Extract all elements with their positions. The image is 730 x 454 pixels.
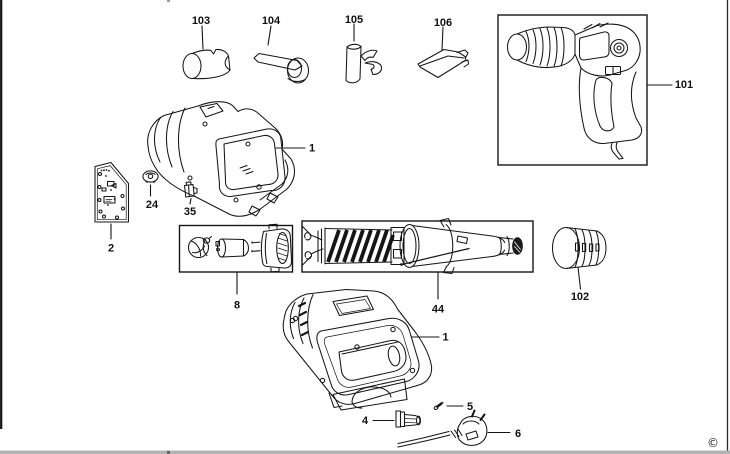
footer-bar <box>0 450 730 454</box>
part-8-motor-fan-assembly <box>187 223 293 273</box>
part-6-power-plug <box>397 409 488 448</box>
callout-24: 24 <box>146 199 159 211</box>
part-101-heat-gun <box>506 22 643 160</box>
callout-101: 101 <box>675 79 693 91</box>
part-4-cord-protector <box>395 410 422 428</box>
callout-103: 103 <box>192 15 210 27</box>
part-1-housing-lower <box>282 288 433 411</box>
part-105-glass-protector-nozzle <box>345 43 383 84</box>
group-box-8 <box>178 223 294 273</box>
part-106-fishtail-nozzle <box>417 48 470 79</box>
callout-35: 35 <box>184 206 196 218</box>
callout-1-top: 1 <box>309 143 315 155</box>
callout-8: 8 <box>234 300 240 312</box>
callout-1-bottom: 1 <box>442 332 448 344</box>
callout-44: 44 <box>432 304 445 316</box>
part-44-heating-element <box>301 217 523 275</box>
leader-lines <box>110 23 673 434</box>
copyright-mark: © <box>707 436 719 450</box>
part-102-nozzle-barrel <box>551 226 607 270</box>
callout-106: 106 <box>434 17 452 29</box>
part-104-scraper-nozzle <box>253 52 310 84</box>
callout-102: 102 <box>571 291 589 303</box>
part-35-switch <box>183 181 198 198</box>
part-1-housing-upper <box>147 101 296 217</box>
part-103-nozzle-sleeve <box>182 48 231 80</box>
group-box-101 <box>497 14 648 166</box>
part-2-circuit-board <box>94 161 130 223</box>
part-24-knob <box>142 170 159 183</box>
callout-5: 5 <box>467 401 473 413</box>
callout-6: 6 <box>515 428 521 440</box>
group-box-44 <box>301 217 534 275</box>
part-5-screw <box>433 402 444 410</box>
callout-105: 105 <box>345 14 363 26</box>
callout-104: 104 <box>262 15 281 27</box>
callout-2: 2 <box>108 243 114 255</box>
callout-4: 4 <box>362 415 369 427</box>
callout-labels: 103 104 105 106 101 1 2 24 35 8 44 102 1… <box>108 14 719 450</box>
